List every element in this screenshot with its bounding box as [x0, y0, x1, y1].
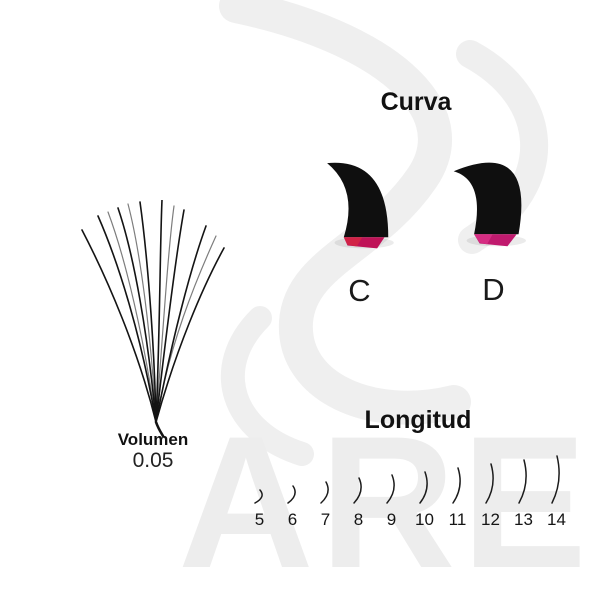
lash-length-8-icon [352, 477, 362, 504]
lash-length-11-icon [451, 467, 461, 504]
longitud-title: Longitud [364, 406, 472, 434]
curva-option-c: C [312, 150, 407, 309]
longitud-row: 5 6 7 8 9 10 11 12 [243, 452, 573, 530]
lash-length-12-icon [484, 463, 494, 504]
curl-d-lash-icon [453, 162, 526, 247]
lash-length-10-icon [418, 471, 428, 504]
curva-c-label: C [348, 273, 371, 308]
longitud-item-6: 6 [276, 484, 309, 530]
lash-length-6-icon [286, 485, 296, 504]
curl-c-lash-icon [326, 162, 394, 249]
volume-fan-lash-icon [81, 200, 225, 438]
longitud-item-9: 9 [375, 473, 408, 530]
longitud-item-13: 13 [507, 458, 540, 530]
longitud-size-label: 7 [320, 510, 331, 529]
lash-length-5-icon [253, 489, 263, 504]
longitud-size-label: 6 [287, 510, 298, 529]
longitud-size-label: 10 [415, 510, 434, 529]
longitud-size-label: 13 [514, 510, 533, 529]
curva-option-d: D [446, 145, 541, 308]
volumen-label: Volumen [117, 430, 189, 449]
longitud-size-label: 9 [386, 510, 397, 529]
longitud-size-label: 11 [448, 510, 467, 529]
longitud-item-7: 7 [309, 480, 342, 530]
longitud-item-8: 8 [342, 476, 375, 530]
lash-length-7-icon [319, 481, 329, 504]
lash-length-14-icon [550, 455, 560, 504]
longitud-item-10: 10 [408, 470, 441, 530]
longitud-size-label: 5 [254, 510, 265, 529]
lash-length-13-icon [517, 459, 527, 504]
curva-title: Curva [380, 88, 452, 116]
volumen-value: 0.05 [132, 449, 174, 472]
longitud-size-label: 8 [353, 510, 364, 529]
longitud-item-11: 11 [441, 466, 474, 530]
longitud-item-12: 12 [474, 462, 507, 530]
longitud-item-14: 14 [540, 454, 573, 530]
curva-d-label: D [482, 272, 505, 307]
longitud-size-label: 14 [547, 510, 566, 529]
lash-length-9-icon [385, 474, 395, 504]
longitud-item-5: 5 [243, 488, 276, 530]
longitud-size-label: 12 [481, 510, 500, 529]
